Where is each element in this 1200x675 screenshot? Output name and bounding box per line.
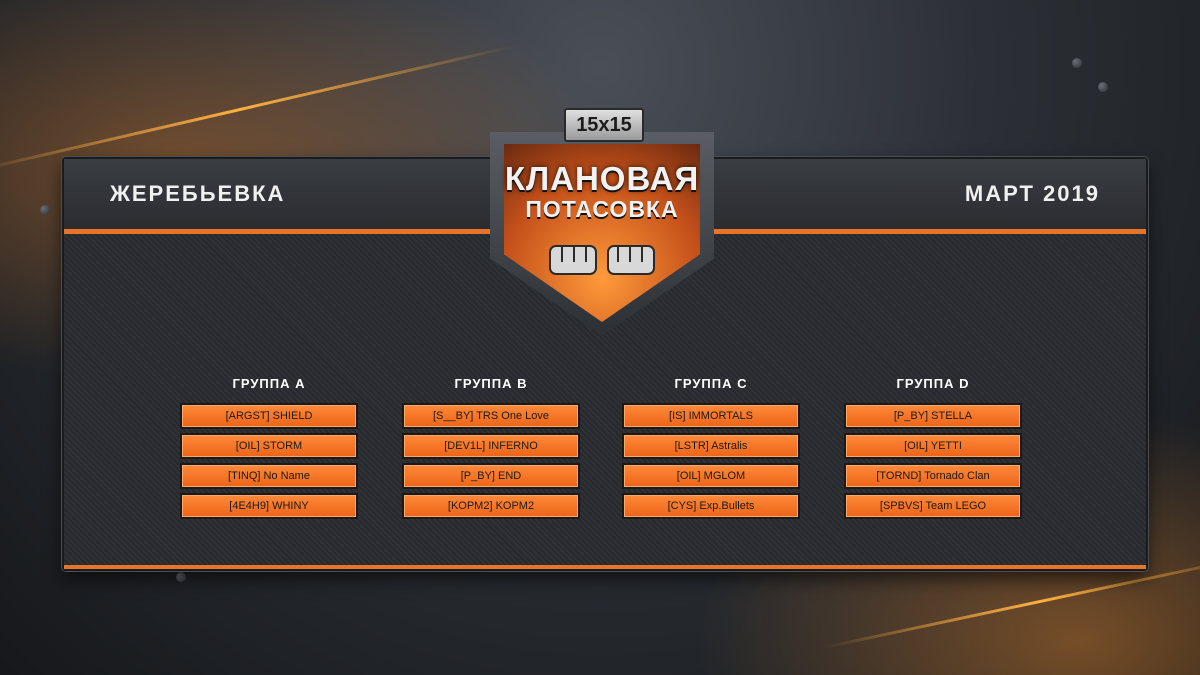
- team-cell: [DEV1L] INFERNO: [402, 433, 580, 459]
- team-cell: [S__BY] TRS One Love: [402, 403, 580, 429]
- team-cell: [TORND] Tornado Clan: [844, 463, 1022, 489]
- team-cell: [OIL] STORM: [180, 433, 358, 459]
- event-date: МАРТ 2019: [964, 181, 1100, 206]
- emblem-badge: 15x15: [564, 108, 644, 142]
- team-cell: [P_BY] END: [402, 463, 580, 489]
- rivet: [1098, 82, 1108, 92]
- group-title: ГРУППА D: [896, 376, 970, 391]
- group-title: ГРУППА B: [454, 376, 528, 391]
- team-cell: [OIL] YETTI: [844, 433, 1022, 459]
- team-cell: [P_BY] STELLA: [844, 403, 1022, 429]
- team-cell: [KOPM2] KOPM2: [402, 493, 580, 519]
- team-cell: [CYS] Exp.Bullets: [622, 493, 800, 519]
- bottom-accent-bar: [64, 565, 1146, 569]
- team-cell: [ARGST] SHIELD: [180, 403, 358, 429]
- group-b: ГРУППА B [S__BY] TRS One Love [DEV1L] IN…: [402, 376, 580, 523]
- group-title: ГРУППА A: [232, 376, 306, 391]
- spark-streak: [0, 45, 514, 174]
- fists-icon: [549, 245, 655, 275]
- page-title: ЖЕРЕБЬЕВКА: [110, 181, 286, 206]
- rivet: [1072, 58, 1082, 68]
- emblem-title: КЛАНОВАЯ: [504, 160, 700, 197]
- tournament-emblem: 15x15 КЛАНОВАЯ ПОТАСОВКА: [490, 104, 714, 336]
- rivet: [40, 205, 50, 215]
- team-cell: [OIL] MGLOM: [622, 463, 800, 489]
- team-cell: [4E4H9] WHINY: [180, 493, 358, 519]
- group-a: ГРУППА A [ARGST] SHIELD [OIL] STORM [TIN…: [180, 376, 358, 523]
- team-cell: [SPBVS] Team LEGO: [844, 493, 1022, 519]
- group-c: ГРУППА C [IS] IMMORTALS [LSTR] Astralis …: [622, 376, 800, 523]
- team-cell: [LSTR] Astralis: [622, 433, 800, 459]
- group-title: ГРУППА C: [674, 376, 748, 391]
- team-cell: [TINQ] No Name: [180, 463, 358, 489]
- rivet: [176, 572, 186, 582]
- team-cell: [IS] IMMORTALS: [622, 403, 800, 429]
- emblem-subtitle: ПОТАСОВКА: [525, 196, 679, 222]
- group-d: ГРУППА D [P_BY] STELLA [OIL] YETTI [TORN…: [844, 376, 1022, 523]
